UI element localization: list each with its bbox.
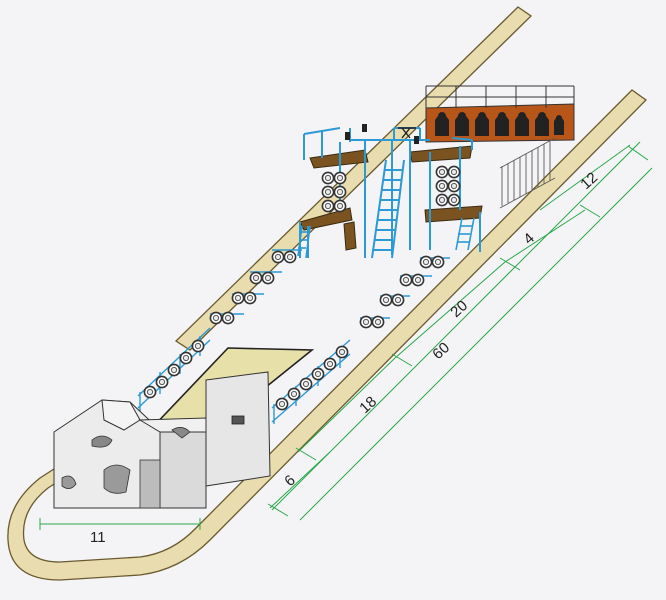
ramp-plank (343, 221, 357, 251)
building-doorway (139, 459, 161, 509)
tire-row-left (209, 249, 302, 325)
tire-row-right (359, 255, 450, 329)
dim-label-11: 11 (90, 529, 106, 546)
building-back-wall (205, 371, 271, 487)
upper-deck-right (409, 145, 473, 163)
shooting-target-board (425, 85, 575, 143)
lower-deck-left (299, 207, 353, 231)
building-broken-top (101, 399, 141, 431)
dimension-lines (39, 141, 653, 530)
shooting-target-silhouette-icon (435, 112, 564, 136)
upper-track (174, 6, 533, 351)
building-right-face (159, 429, 207, 509)
running-track-loop (7, 89, 647, 581)
building-window (231, 415, 245, 425)
climbing-ladder-icon (371, 159, 405, 259)
ruined-building-icon (53, 371, 271, 509)
fence-with-tires-left (137, 327, 211, 412)
climbing-tower (297, 124, 483, 259)
barbed-wire-fence-right (499, 137, 556, 209)
fence-with-tires-right (271, 339, 351, 424)
building-roof-edge (138, 417, 207, 433)
